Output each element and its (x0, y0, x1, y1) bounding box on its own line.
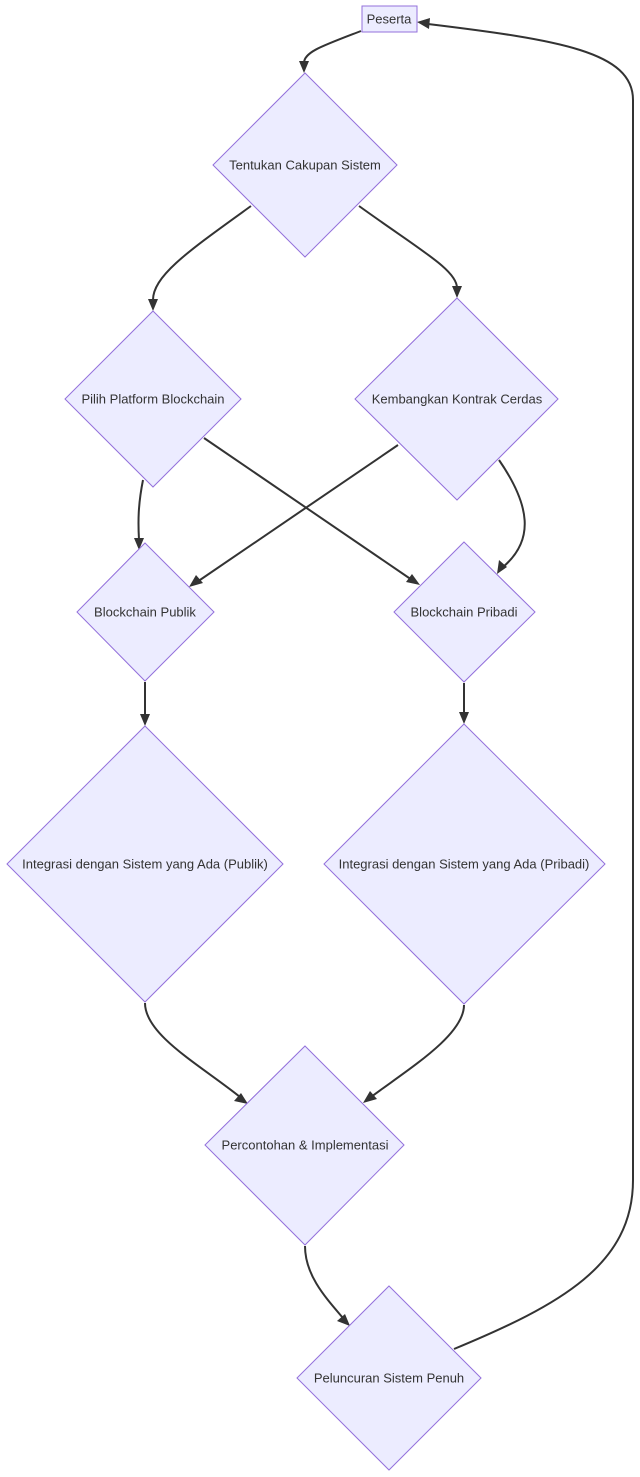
edge-kontrak-to-pribadi (498, 459, 526, 568)
nodes: Peserta Tentukan Cakupan Sistem Pilih Pl… (6, 5, 606, 1471)
edge-kontrak-to-publik (196, 444, 399, 583)
arrowhead-publik-from-platform (134, 538, 144, 550)
arrowhead-publik-from-kontrak (189, 575, 203, 587)
edge-percontohan-to-peluncuran (304, 1245, 344, 1319)
arrowhead-pribadi-from-kontrak (497, 560, 507, 574)
arrowhead-platform-top (148, 299, 158, 311)
arrowhead-kontrak-top (452, 286, 462, 298)
arrowhead-percontohan-left (234, 1093, 248, 1104)
arrowhead-integrasi-pribadi-top (459, 712, 469, 724)
edge-platform-to-publik (137, 479, 144, 541)
edge-cakupan-to-kontrak (358, 205, 458, 289)
arrowhead-percontohan-right (363, 1091, 377, 1103)
node-kontrak-shape (354, 297, 559, 501)
node-publik-label: Blockchain Publik (94, 605, 196, 620)
node-platform-label: Pilih Platform Blockchain (81, 392, 224, 407)
node-peserta[interactable]: Peserta (361, 5, 418, 33)
node-integrasi-publik-label: Integrasi dengan Sistem yang Ada (Publik… (22, 857, 268, 872)
edges (134, 18, 634, 1350)
node-kontrak[interactable]: Kembangkan Kontrak Cerdas (354, 297, 559, 501)
node-pribadi[interactable]: Blockchain Pribadi (393, 541, 536, 683)
node-peserta-label: Peserta (367, 12, 413, 27)
node-platform-shape (64, 310, 242, 488)
node-integrasi-pribadi-shape (323, 723, 606, 1005)
node-publik[interactable]: Blockchain Publik (76, 542, 215, 682)
node-platform[interactable]: Pilih Platform Blockchain (64, 310, 242, 488)
edge-peserta-to-cakupan (303, 30, 362, 64)
node-cakupan-label: Tentukan Cakupan Sistem (229, 158, 381, 173)
arrowhead-peluncuran-top (337, 1314, 350, 1326)
arrowhead-peserta-right (417, 18, 430, 29)
arrowhead-pribadi-from-platform (406, 574, 420, 585)
node-integrasi-pribadi[interactable]: Integrasi dengan Sistem yang Ada (Pribad… (323, 723, 606, 1005)
node-peluncuran-label: Peluncuran Sistem Penuh (314, 1371, 464, 1386)
node-integrasi-publik-shape (6, 725, 284, 1003)
node-peserta-shape (361, 5, 418, 33)
node-integrasi-pribadi-label: Integrasi dengan Sistem yang Ada (Pribad… (339, 857, 590, 872)
node-percontohan[interactable]: Percontohan & Implementasi (204, 1045, 405, 1246)
edge-integrasi-pribadi-to-percontohan (370, 1004, 465, 1098)
edge-integrasi-publik-to-percontohan (144, 1002, 241, 1098)
node-cakupan-shape (212, 72, 398, 258)
node-pribadi-shape (393, 541, 536, 683)
node-kontrak-label: Kembangkan Kontrak Cerdas (372, 392, 543, 407)
node-pribadi-label: Blockchain Pribadi (411, 605, 518, 620)
node-peluncuran[interactable]: Peluncuran Sistem Penuh (296, 1285, 482, 1471)
edge-platform-to-pribadi (203, 437, 413, 581)
arrowhead-integrasi-publik-top (140, 714, 150, 726)
edge-cakupan-to-platform (151, 205, 252, 302)
node-integrasi-publik[interactable]: Integrasi dengan Sistem yang Ada (Publik… (6, 725, 284, 1003)
arrowhead-cakupan-top (299, 61, 309, 73)
node-cakupan[interactable]: Tentukan Cakupan Sistem (212, 72, 398, 258)
node-percontohan-shape (204, 1045, 405, 1246)
node-peluncuran-shape (296, 1285, 482, 1471)
node-publik-shape (76, 542, 215, 682)
edge-peluncuran-to-peserta (427, 23, 634, 1350)
node-percontohan-label: Percontohan & Implementasi (222, 1138, 389, 1153)
